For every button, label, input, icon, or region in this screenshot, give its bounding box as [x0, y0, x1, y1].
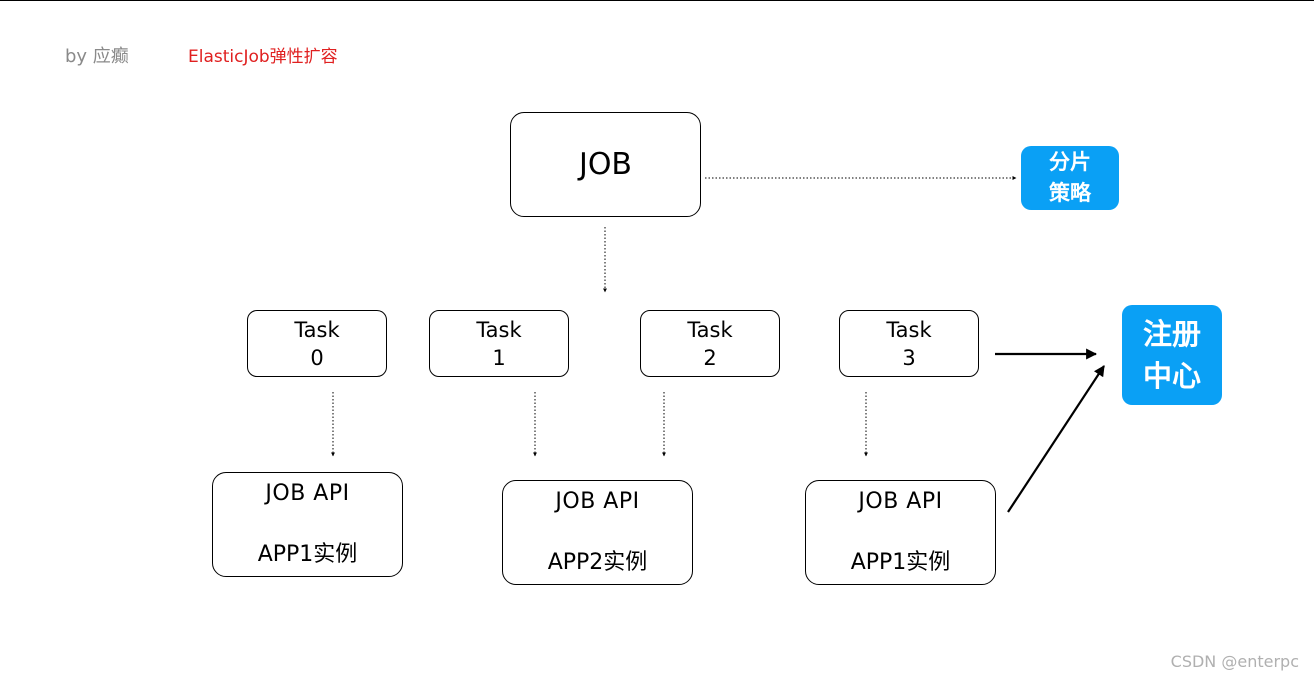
task-node-0: Task 0: [247, 310, 387, 377]
shard-strategy-line2: 策略: [1049, 181, 1091, 205]
app-instance-label: APP2实例: [547, 550, 648, 575]
shard-strategy-line1: 分片: [1049, 150, 1091, 174]
registry-center-node: 注册 中心: [1122, 305, 1222, 405]
task-node-3: Task 3: [839, 310, 979, 377]
task-number: 0: [310, 345, 324, 370]
author-label: by 应癫: [65, 46, 129, 67]
task-label: Task: [476, 317, 522, 342]
app-api-label: JOB API: [858, 489, 943, 514]
task-node-2: Task 2: [640, 310, 780, 377]
app-instance-node-1: JOB API APP1实例: [212, 472, 403, 577]
app-api-label: JOB API: [555, 489, 640, 514]
app-instance-node-3: JOB API APP1实例: [805, 480, 996, 585]
task-label: Task: [294, 317, 340, 342]
task-node-1: Task 1: [429, 310, 569, 377]
app-to-registry-arrow: [1007, 365, 1105, 513]
app-instance-label: APP1实例: [257, 542, 358, 567]
watermark: CSDN @enterpc: [1170, 652, 1299, 671]
top-rule: [0, 0, 1314, 1]
diagram-title: ElasticJob弹性扩容: [188, 47, 338, 67]
task-number: 1: [492, 345, 506, 370]
app-instance-node-2: JOB API APP2实例: [502, 480, 693, 585]
app-api-label: JOB API: [265, 481, 350, 506]
task-number: 2: [703, 345, 717, 370]
task-label: Task: [687, 317, 733, 342]
registry-line1: 注册: [1142, 317, 1201, 351]
shard-strategy-node: 分片 策略: [1021, 146, 1119, 210]
task-label: Task: [886, 317, 932, 342]
job-node: JOB: [510, 112, 701, 217]
app-instance-label: APP1实例: [850, 550, 951, 575]
task-number: 3: [902, 345, 916, 370]
job-label: JOB: [578, 147, 633, 182]
registry-line2: 中心: [1142, 359, 1201, 393]
